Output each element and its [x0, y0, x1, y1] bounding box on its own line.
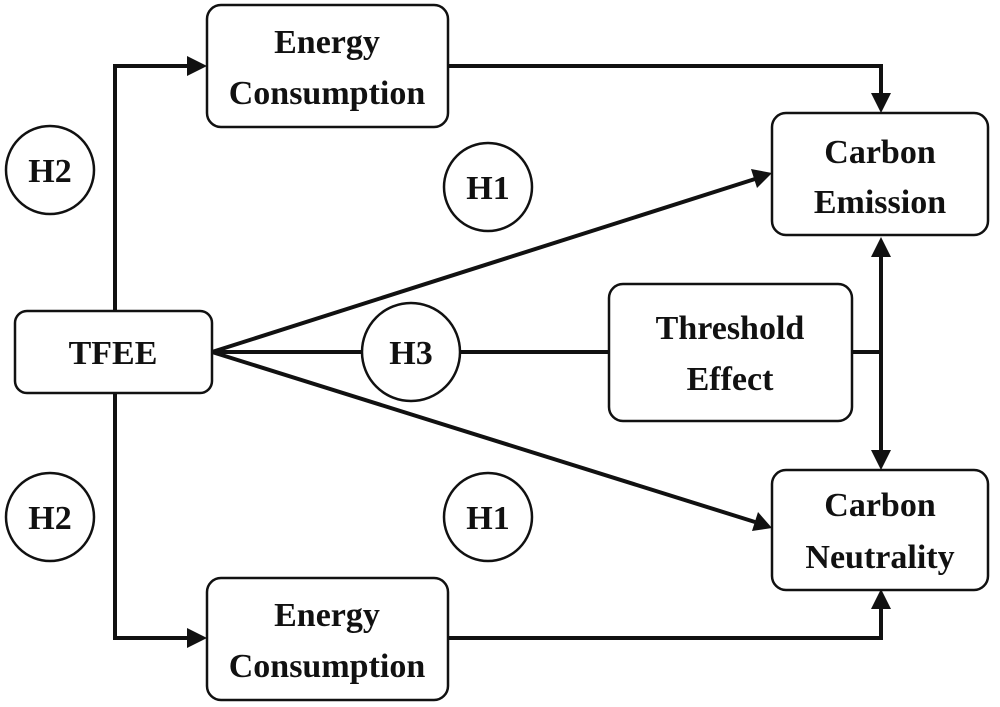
- connectors: [113, 56, 891, 648]
- tfee-to-energy-bottom-line: [113, 393, 190, 640]
- energy-top-to-emission-line: [448, 64, 883, 95]
- tfee-to-emission-line: [211, 177, 756, 354]
- hypothesis-h1-bottom: H1: [442, 471, 534, 563]
- energy-consumption-bottom-box: Energy Consumption: [205, 576, 450, 702]
- carbon-emission-line1: Carbon: [824, 134, 936, 171]
- vertical-up-arrowhead: [871, 237, 891, 257]
- carbon-emission-line2: Emission: [814, 184, 946, 221]
- energy-top-line1: Energy: [274, 24, 380, 61]
- emission-top-arrowhead: [871, 93, 891, 113]
- vertical-down-arrowhead: [871, 450, 891, 470]
- tfee-to-neutrality-line: [211, 350, 756, 524]
- carbon-neutrality-line1: Carbon: [824, 487, 936, 524]
- h3-label: H3: [389, 335, 432, 372]
- emission-side-arrowhead: [751, 169, 772, 188]
- h2-bottom-label: H2: [28, 500, 71, 537]
- hypothesis-h3: H3: [360, 301, 462, 403]
- energy-top-line2: Consumption: [229, 75, 426, 112]
- energy-bottom-to-neutrality-line: [448, 607, 883, 640]
- carbon-neutrality-line2: Neutrality: [805, 539, 954, 576]
- neutrality-side-arrowhead: [752, 512, 772, 531]
- energy-bottom-line1: Energy: [274, 597, 380, 634]
- hypothesis-h2-bottom: H2: [4, 471, 96, 563]
- energy-bottom-arrowhead: [187, 628, 207, 648]
- hypothesis-h2-top: H2: [4, 124, 96, 216]
- h1-bottom-label: H1: [466, 500, 509, 537]
- threshold-line2: Effect: [687, 361, 775, 398]
- threshold-effect-box: Threshold Effect: [607, 282, 854, 423]
- hypothesis-h1-top: H1: [442, 141, 534, 233]
- carbon-emission-box: Carbon Emission: [770, 111, 990, 237]
- carbon-neutrality-box: Carbon Neutrality: [770, 468, 990, 592]
- energy-top-arrowhead: [187, 56, 207, 76]
- energy-consumption-top-box: Energy Consumption: [205, 3, 450, 129]
- h1-top-label: H1: [466, 170, 509, 207]
- neutrality-bottom-arrowhead: [871, 589, 891, 609]
- energy-bottom-line2: Consumption: [229, 648, 426, 685]
- tfee-box: TFEE: [13, 309, 214, 395]
- tfee-to-energy-top-line: [113, 64, 190, 311]
- threshold-line1: Threshold: [656, 310, 805, 347]
- h2-top-label: H2: [28, 153, 71, 190]
- tfee-label: TFEE: [69, 335, 158, 372]
